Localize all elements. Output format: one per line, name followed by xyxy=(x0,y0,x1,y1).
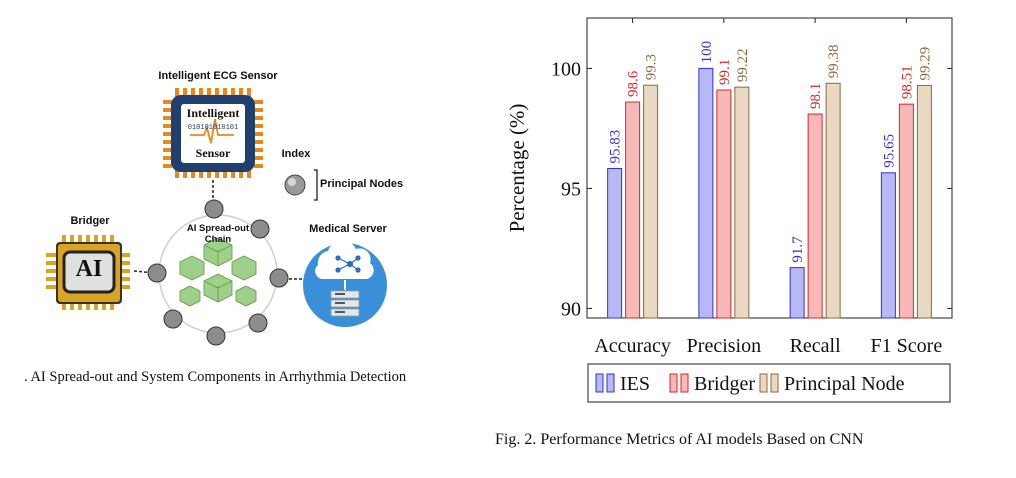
bar xyxy=(825,82,841,319)
x-tick-label: Precision xyxy=(687,335,761,357)
y-tick-label: 90 xyxy=(561,298,581,320)
spread-out-chain xyxy=(147,199,289,346)
legend-label: Principal Node xyxy=(784,373,905,395)
data-label: 99.3 xyxy=(644,54,660,80)
legend-swatch xyxy=(669,373,678,393)
index-title: Index xyxy=(281,148,311,160)
data-label: 98.6 xyxy=(626,70,642,97)
chain-title: AI Spread-out Chain xyxy=(168,223,268,245)
data-label: 99.29 xyxy=(917,47,933,81)
diagram-graphics xyxy=(46,88,387,346)
legend-swatch xyxy=(759,373,768,393)
y-axis-label: Percentage (%) xyxy=(505,104,529,233)
bar xyxy=(880,172,896,319)
sensor-chip-top-label: Intelligent xyxy=(186,106,240,120)
data-label: 98.51 xyxy=(899,65,915,99)
data-label: 99.1 xyxy=(717,59,733,85)
sensor-chip-bottom-label: Sensor xyxy=(195,146,231,160)
bar xyxy=(734,86,750,319)
data-label: 98.1 xyxy=(808,83,824,109)
bar xyxy=(698,67,714,319)
legend-swatch xyxy=(595,373,604,393)
x-tick-label: F1 Score xyxy=(871,335,943,357)
data-label: 91.7 xyxy=(790,236,806,263)
plot-frame xyxy=(586,17,953,319)
legend-swatch xyxy=(680,373,689,393)
data-label: 95.83 xyxy=(608,130,624,164)
bar xyxy=(607,167,623,319)
principal-node-icon xyxy=(147,199,289,346)
y-tick-label: 100 xyxy=(551,58,581,80)
chain-title-line2: Chain xyxy=(204,234,232,245)
data-label: 100 xyxy=(699,41,715,64)
right-figure-caption: Fig. 2. Performance Metrics of AI models… xyxy=(495,431,864,448)
server-title: Medical Server xyxy=(309,223,387,235)
bar xyxy=(789,267,805,319)
bridger-chip xyxy=(46,235,130,310)
x-tick-label: Accuracy xyxy=(594,335,671,357)
sensor-chip-bits: 010101010101 xyxy=(187,124,239,132)
blockchain-cubes-icon xyxy=(179,237,257,307)
data-label: 95.65 xyxy=(881,134,897,168)
left-figure-caption: . AI Spread-out and System Components in… xyxy=(24,369,407,385)
legend-swatch xyxy=(606,373,615,393)
data-label: 99.38 xyxy=(826,45,842,79)
data-label: 99.22 xyxy=(735,48,751,82)
bridger-chip-text: AI xyxy=(75,256,103,282)
index-item-label: Principal Nodes xyxy=(320,178,404,190)
sensor-title: Intelligent ECG Sensor xyxy=(158,70,278,82)
bar xyxy=(716,89,732,319)
legend-label: IES xyxy=(620,373,650,395)
x-tick-label: Recall xyxy=(790,335,842,357)
bar xyxy=(916,84,932,319)
medical-server-icon xyxy=(303,240,387,327)
bar xyxy=(625,101,641,319)
y-tick-label: 95 xyxy=(561,178,581,200)
bar xyxy=(898,103,914,319)
bar xyxy=(807,113,823,319)
bridger-title: Bridger xyxy=(70,215,110,227)
legend-swatch xyxy=(770,373,779,393)
bar xyxy=(643,84,659,319)
legend-label: Bridger xyxy=(694,373,755,395)
ecg-sensor-chip xyxy=(163,88,263,178)
index-legend xyxy=(284,169,318,201)
chain-title-line1: AI Spread-out xyxy=(186,223,250,234)
legend-box xyxy=(587,363,951,403)
